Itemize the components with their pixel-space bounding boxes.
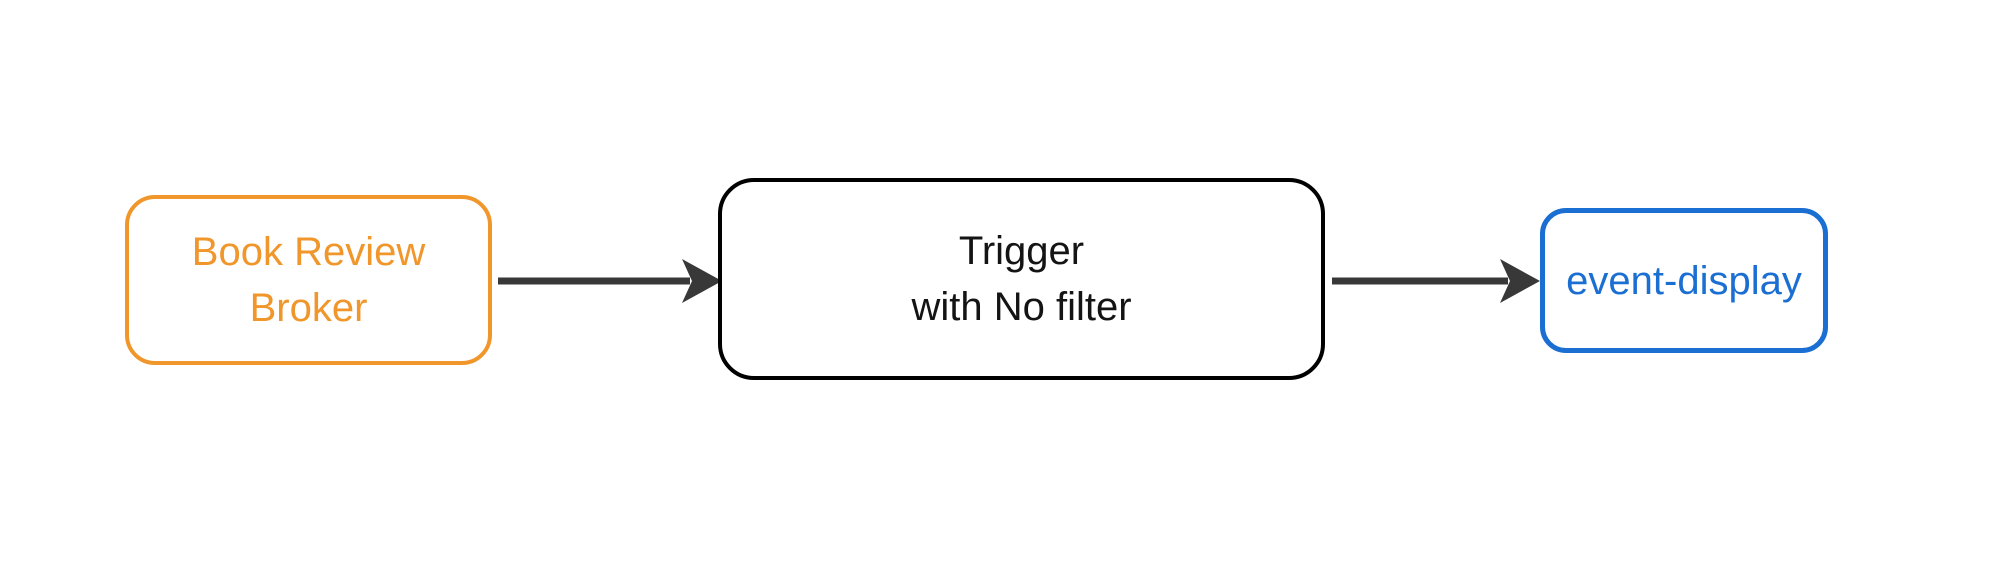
node-label-line: with No filter <box>911 285 1132 329</box>
node-event-display: event-display <box>1540 208 1828 353</box>
arrow-trigger-to-event-display <box>1332 259 1540 303</box>
arrowhead-icon <box>1500 259 1540 303</box>
node-trigger-label: Trigger with No filter <box>911 223 1131 335</box>
node-trigger-with-no-filter: Trigger with No filter <box>718 178 1325 380</box>
node-book-review-broker-label: Book Review Broker <box>192 224 425 336</box>
arrow-broker-to-trigger <box>498 259 722 303</box>
node-label-line: Broker <box>249 286 368 330</box>
node-label-line: event-display <box>1566 258 1802 303</box>
node-label-line: Book Review <box>191 230 426 274</box>
node-label-line: Trigger <box>958 229 1085 273</box>
arrowhead-icon <box>682 259 722 303</box>
node-book-review-broker: Book Review Broker <box>125 195 492 365</box>
node-event-display-label: event-display <box>1566 253 1802 309</box>
